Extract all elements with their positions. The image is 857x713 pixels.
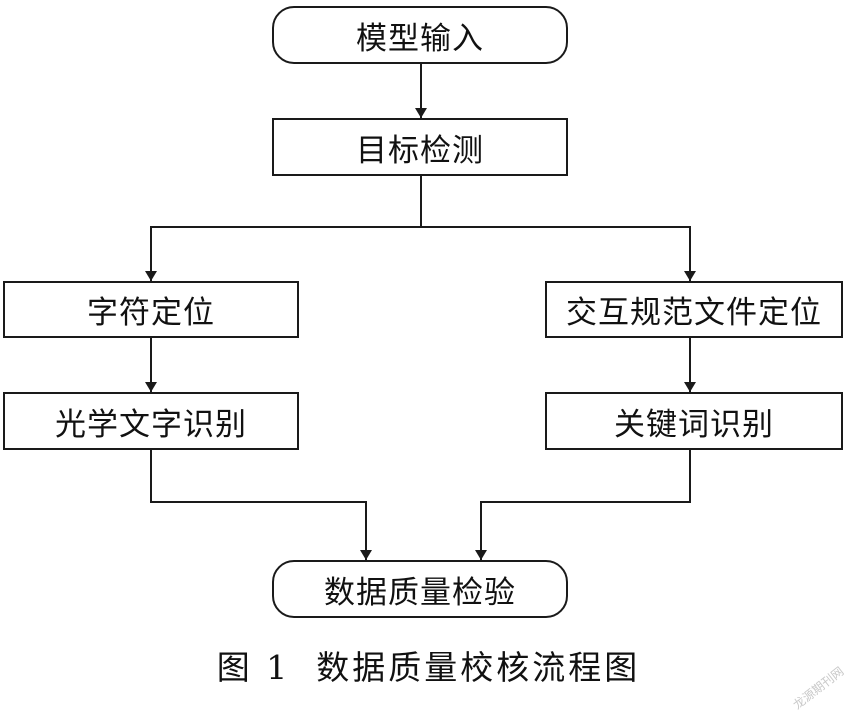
connector-ocr-to-quality bbox=[150, 450, 372, 560]
node-object-detection: 目标检测 bbox=[272, 118, 568, 176]
node-keyword-recog: 关键词识别 bbox=[545, 392, 843, 450]
figure-caption: 图 1 数据质量校核流程图 bbox=[0, 641, 857, 689]
node-char-locate-label: 字符定位 bbox=[87, 295, 215, 331]
node-object-detection-label: 目标检测 bbox=[356, 132, 484, 169]
connector-keyword-to-quality bbox=[475, 450, 691, 560]
node-spec-doc-locate: 交互规范文件定位 bbox=[545, 281, 843, 338]
figure-number: 图 1 bbox=[216, 648, 291, 687]
node-char-locate: 字符定位 bbox=[3, 281, 299, 338]
figure-title: 数据质量校核流程图 bbox=[316, 648, 641, 687]
node-model-input-label: 模型输入 bbox=[356, 20, 484, 57]
node-ocr: 光学文字识别 bbox=[3, 392, 299, 450]
node-model-input: 模型输入 bbox=[272, 6, 568, 64]
flow-connectors bbox=[145, 64, 696, 560]
connector-detection-branch-right bbox=[421, 226, 696, 281]
node-spec-doc-locate-label: 交互规范文件定位 bbox=[566, 295, 822, 331]
node-ocr-label: 光学文字识别 bbox=[55, 406, 247, 443]
node-data-quality-check-label: 数据质量检验 bbox=[324, 574, 516, 611]
connector-detection-branch bbox=[145, 176, 422, 281]
node-data-quality-check: 数据质量检验 bbox=[272, 560, 568, 618]
node-keyword-recog-label: 关键词识别 bbox=[614, 406, 774, 443]
